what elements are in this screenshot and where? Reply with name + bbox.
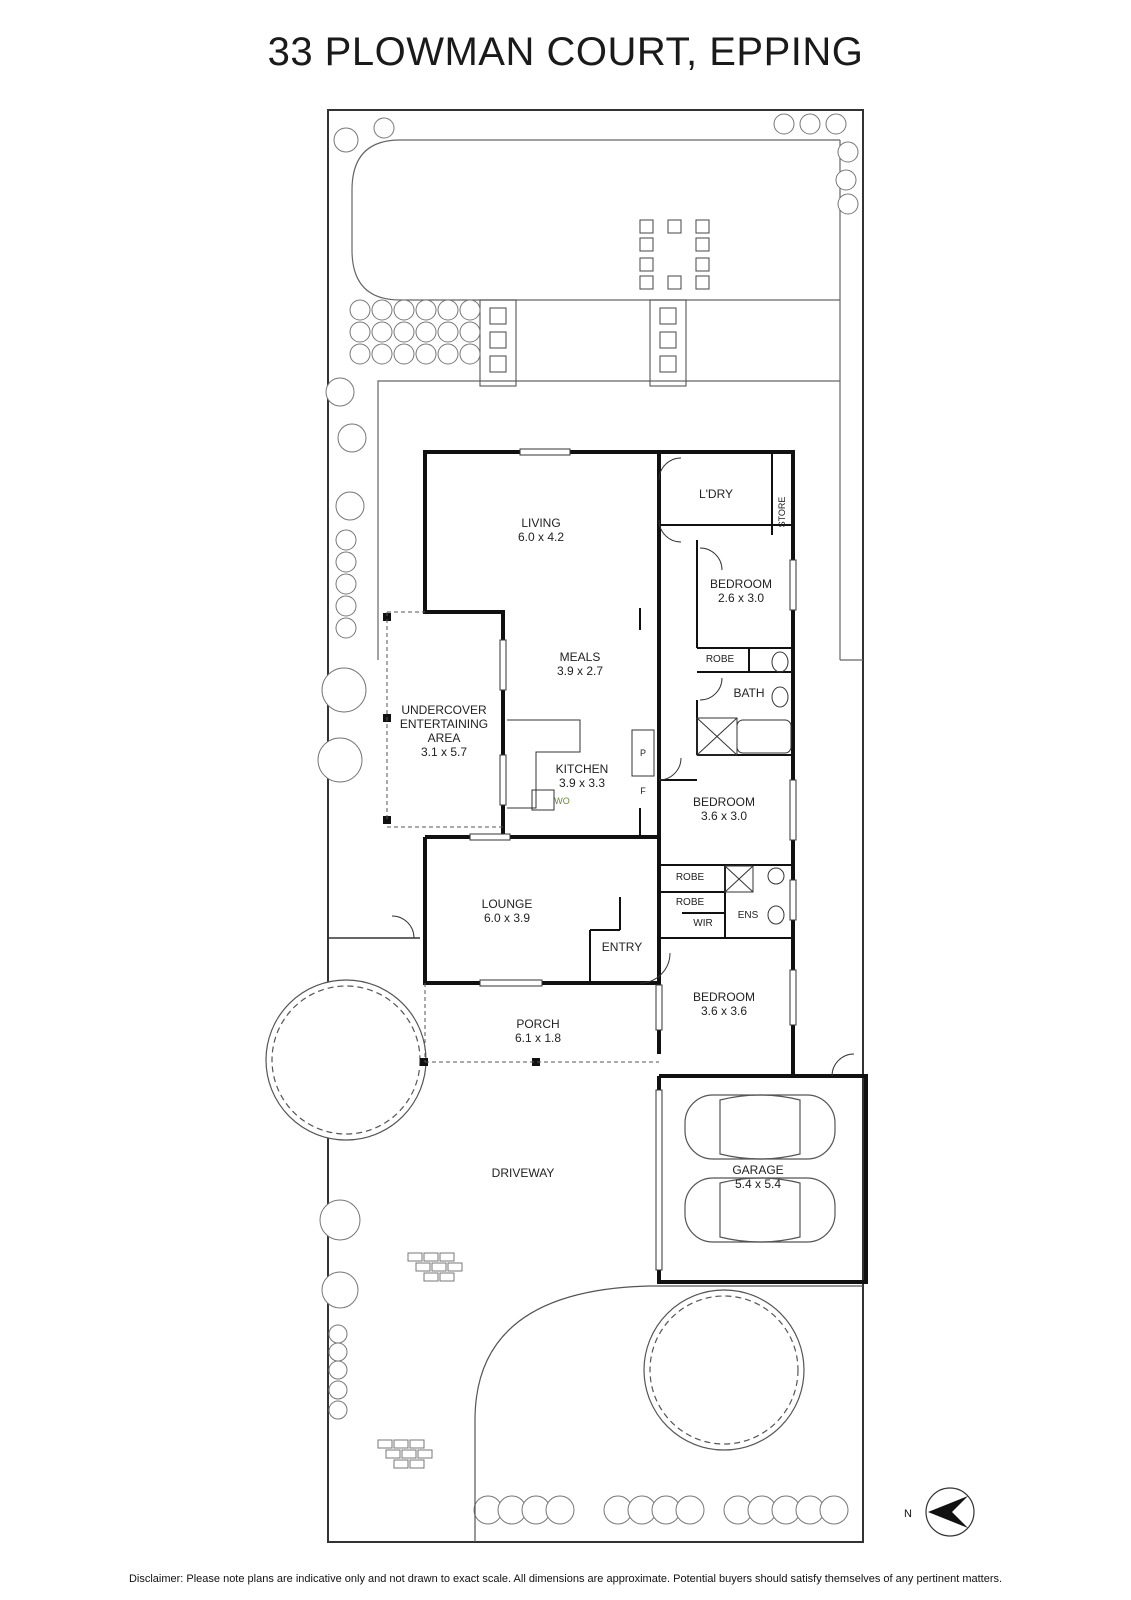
wall-oven-label: WO bbox=[554, 796, 570, 806]
kitchen-bench bbox=[507, 719, 655, 811]
room-store: STORE bbox=[777, 496, 787, 528]
room-robe-3: ROBE bbox=[675, 897, 705, 908]
pantry-label: P bbox=[639, 748, 647, 758]
room-entry: ENTRY bbox=[601, 940, 643, 954]
room-bath: BATH bbox=[733, 686, 765, 700]
page-title: 33 PLOWMAN COURT, EPPING bbox=[267, 30, 864, 74]
room-robe-1: ROBE bbox=[705, 654, 735, 665]
paver-patch-2 bbox=[377, 1439, 433, 1469]
room-ensuite: ENS bbox=[737, 910, 759, 921]
porch-posts bbox=[383, 613, 540, 1066]
site-boundary bbox=[327, 109, 864, 1543]
bathroom-fixtures bbox=[696, 651, 792, 925]
disclaimer-text: Disclaimer: Please note plans are indica… bbox=[128, 1573, 1003, 1585]
front-garden-curve bbox=[474, 1285, 863, 1542]
garage-cars bbox=[684, 1094, 836, 1243]
room-wir: WIR bbox=[693, 918, 713, 929]
dashed-outlines bbox=[386, 611, 659, 1063]
large-tree-front bbox=[643, 1289, 805, 1451]
stepping-pads bbox=[479, 299, 687, 387]
door-swings bbox=[639, 457, 855, 1077]
room-robe-2: ROBE bbox=[675, 872, 705, 883]
shrub-cluster bbox=[317, 113, 859, 1525]
house-walls bbox=[423, 450, 868, 1284]
outdoor-table bbox=[639, 219, 710, 290]
paver-patch-1 bbox=[407, 1252, 463, 1282]
compass-north-label: N bbox=[904, 1508, 912, 1520]
rear-lawn-path bbox=[351, 139, 840, 301]
windows bbox=[469, 448, 797, 1271]
compass-icon bbox=[925, 1487, 975, 1537]
large-tree-west bbox=[265, 979, 427, 1141]
room-laundry: L'DRY bbox=[698, 487, 734, 501]
room-driveway: DRIVEWAY bbox=[491, 1166, 555, 1180]
fridge-label: F bbox=[640, 786, 646, 796]
